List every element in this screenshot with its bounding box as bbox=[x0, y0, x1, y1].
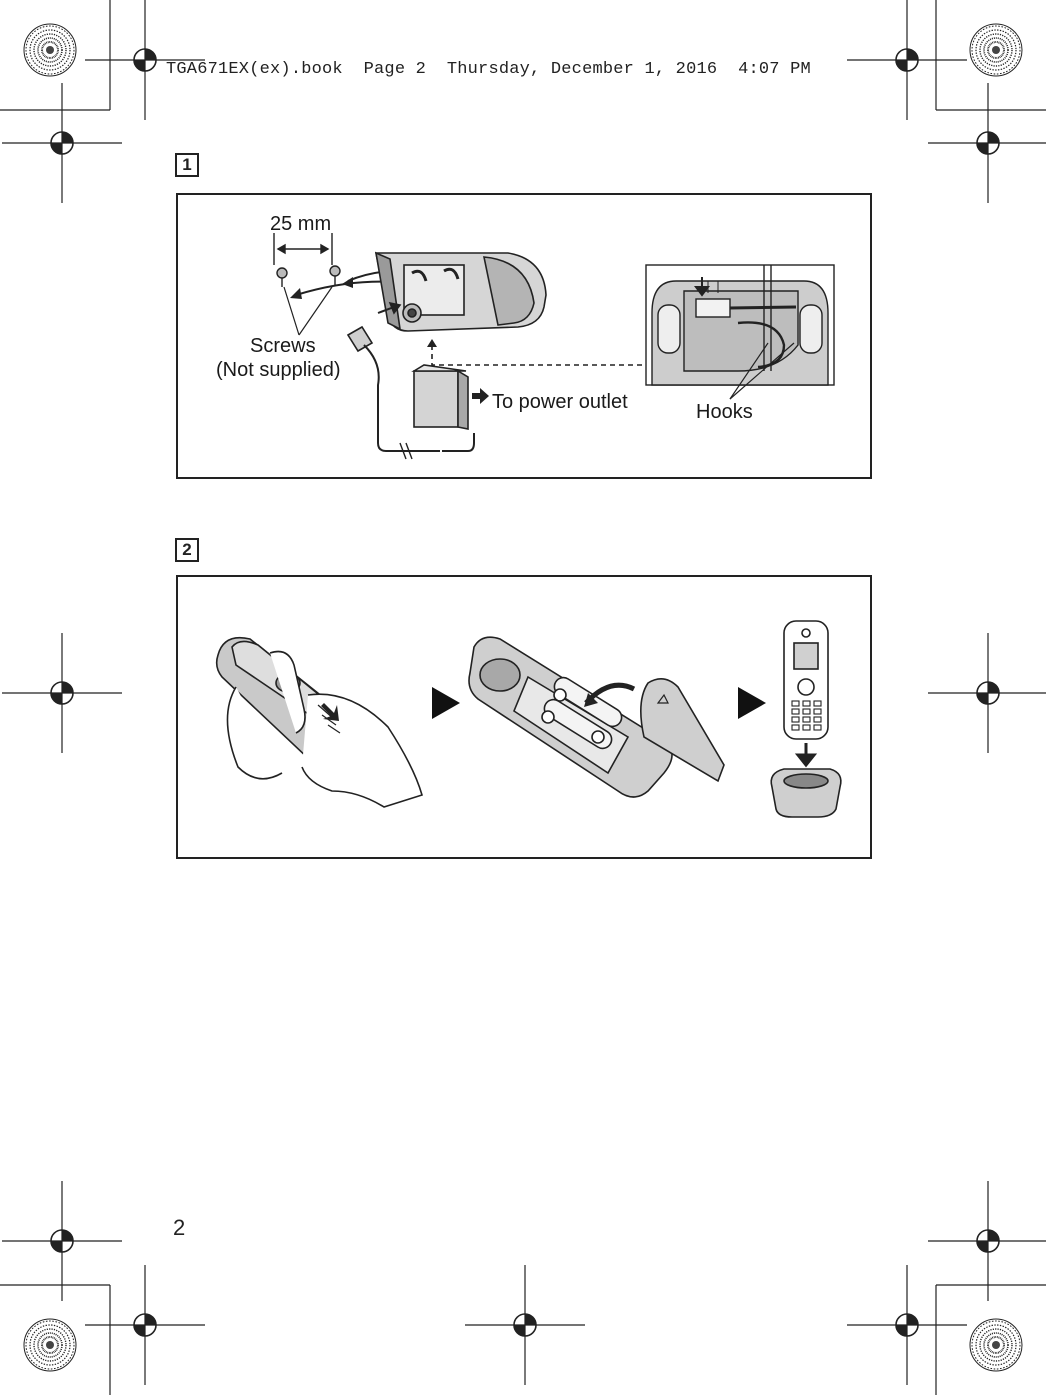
handset-on-charger bbox=[770, 620, 842, 818]
screw-icon bbox=[276, 267, 288, 287]
power-plug bbox=[346, 301, 402, 353]
step-1-badge: 1 bbox=[175, 153, 199, 177]
battery-installation-illustration bbox=[215, 620, 842, 818]
distance-label: 25 mm bbox=[270, 213, 332, 235]
registration-mark-icon bbox=[927, 632, 1046, 754]
star-target-icon bbox=[969, 1318, 1023, 1372]
step-2-panel bbox=[176, 575, 872, 859]
registration-mark-icon bbox=[1, 1180, 123, 1302]
registration-mark-icon bbox=[846, 1264, 968, 1386]
step-1-panel: 25 mm Screws (Not supplied) To power out… bbox=[176, 193, 872, 479]
screw-icon bbox=[329, 265, 341, 285]
handset-cover-removal bbox=[215, 636, 423, 808]
step-2-badge: 2 bbox=[175, 538, 199, 562]
base-unit-wall-mount-illustration bbox=[273, 233, 835, 460]
arrow-right-icon bbox=[472, 388, 489, 404]
dimension-marker bbox=[273, 233, 333, 265]
registration-mark-icon bbox=[1, 632, 123, 754]
next-step-arrow-icon bbox=[738, 687, 766, 719]
star-target-icon bbox=[969, 23, 1023, 77]
star-target-icon bbox=[23, 1318, 77, 1372]
star-target-icon bbox=[23, 23, 77, 77]
registration-mark-icon bbox=[84, 1264, 206, 1386]
cable-hooks-inset bbox=[645, 264, 835, 386]
print-header: TGA671EX(ex).book Page 2 Thursday, Decem… bbox=[166, 60, 811, 79]
registration-mark-icon bbox=[1, 82, 123, 204]
battery-cover bbox=[640, 678, 725, 783]
hooks-label: Hooks bbox=[696, 401, 753, 423]
next-step-arrow-icon bbox=[432, 687, 460, 719]
registration-mark-icon bbox=[927, 82, 1046, 204]
ac-adapter bbox=[411, 364, 469, 430]
base-unit-body bbox=[374, 251, 547, 332]
registration-mark-icon bbox=[927, 1180, 1046, 1302]
screws-label: Screws bbox=[250, 335, 316, 357]
power-outlet-label: To power outlet bbox=[492, 391, 628, 413]
page-number: 2 bbox=[173, 1215, 186, 1240]
screws-note-label: (Not supplied) bbox=[216, 359, 341, 381]
registration-mark-icon bbox=[846, 0, 968, 121]
registration-mark-icon bbox=[464, 1264, 586, 1386]
